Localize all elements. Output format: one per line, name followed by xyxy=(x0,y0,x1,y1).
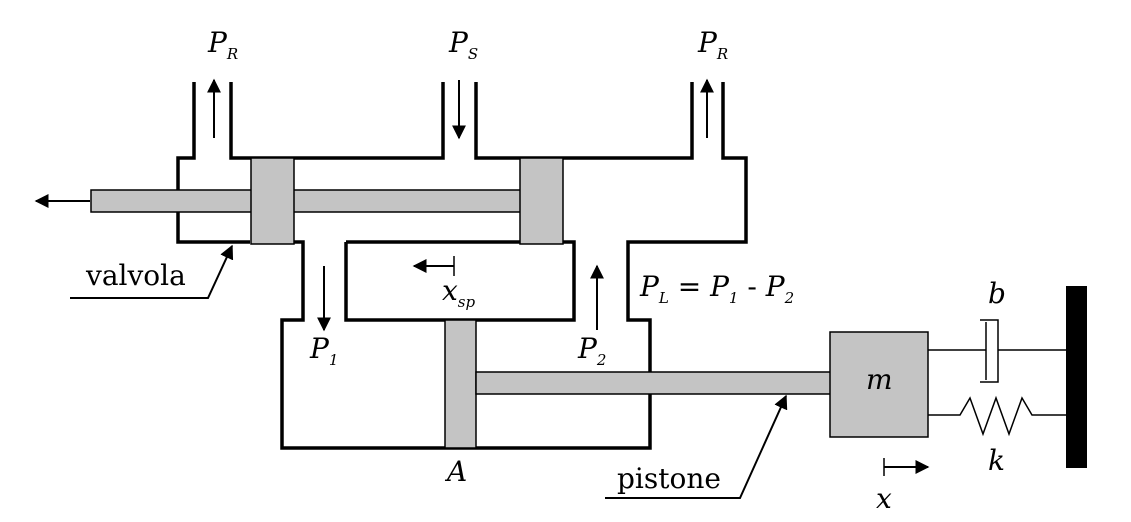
label-pr-right: PR xyxy=(697,26,728,63)
label-area: A xyxy=(444,455,467,488)
valve-body xyxy=(176,82,748,450)
mass-block xyxy=(829,331,929,438)
label-damper: b xyxy=(988,277,1006,310)
label-pr-left: PR xyxy=(207,26,238,63)
load xyxy=(829,286,1087,468)
flow-arrows xyxy=(207,78,930,476)
valve-inner-island xyxy=(344,240,576,322)
valve-top-wall-right-port xyxy=(280,82,748,450)
valve-top-wall-center-port xyxy=(474,82,694,160)
label-pl-equation: PL = P1 - P2 xyxy=(639,270,794,307)
valve-top-wall-left-port xyxy=(229,82,445,160)
label-p1: P1 xyxy=(309,332,338,369)
spool xyxy=(34,157,564,245)
spool-rod xyxy=(90,189,522,213)
pistone-leader xyxy=(605,394,788,499)
leaders xyxy=(70,244,788,499)
piston-rod xyxy=(475,371,833,395)
piston-head xyxy=(444,319,477,449)
label-spring: k xyxy=(988,444,1005,477)
spring-zigzag xyxy=(928,395,1066,437)
label-pistone: pistone xyxy=(617,462,721,495)
label-p2: P2 xyxy=(577,332,606,369)
label-ps: PS xyxy=(448,26,478,63)
spool-land-left xyxy=(250,157,295,245)
valvola-leader xyxy=(70,244,234,299)
label-x: x xyxy=(876,482,892,515)
text-labels: PR PS PR valvola xsp PL = P1 - P2 P1 P2 … xyxy=(85,26,1006,515)
label-valvola: valvola xyxy=(85,259,186,292)
ground-wall xyxy=(1066,286,1087,468)
valve-top-wall xyxy=(176,82,250,244)
label-xsp: xsp xyxy=(442,274,475,311)
damper-cup xyxy=(980,319,999,383)
label-mass: m xyxy=(866,363,893,396)
piston xyxy=(444,319,833,449)
spool-land-right xyxy=(519,157,564,245)
